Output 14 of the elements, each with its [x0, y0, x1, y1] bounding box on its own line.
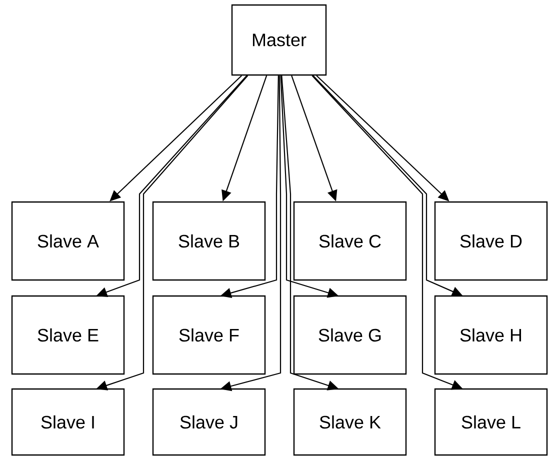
slave-box: Slave A — [11, 201, 125, 281]
master-box: Master — [231, 4, 327, 76]
slave-box: Slave D — [434, 201, 548, 281]
slave-box: Slave C — [293, 201, 407, 281]
arrow — [110, 75, 242, 202]
slave-box: Slave I — [11, 388, 125, 456]
slave-box: Slave E — [11, 295, 125, 375]
slave-box: Slave L — [434, 388, 548, 456]
slave-box: Slave G — [293, 295, 407, 375]
slave-box: Slave B — [152, 201, 266, 281]
slave-box: Slave H — [434, 295, 548, 375]
slave-box: Slave F — [152, 295, 266, 375]
slave-box: Slave J — [152, 388, 266, 456]
slave-box: Slave K — [293, 388, 407, 456]
